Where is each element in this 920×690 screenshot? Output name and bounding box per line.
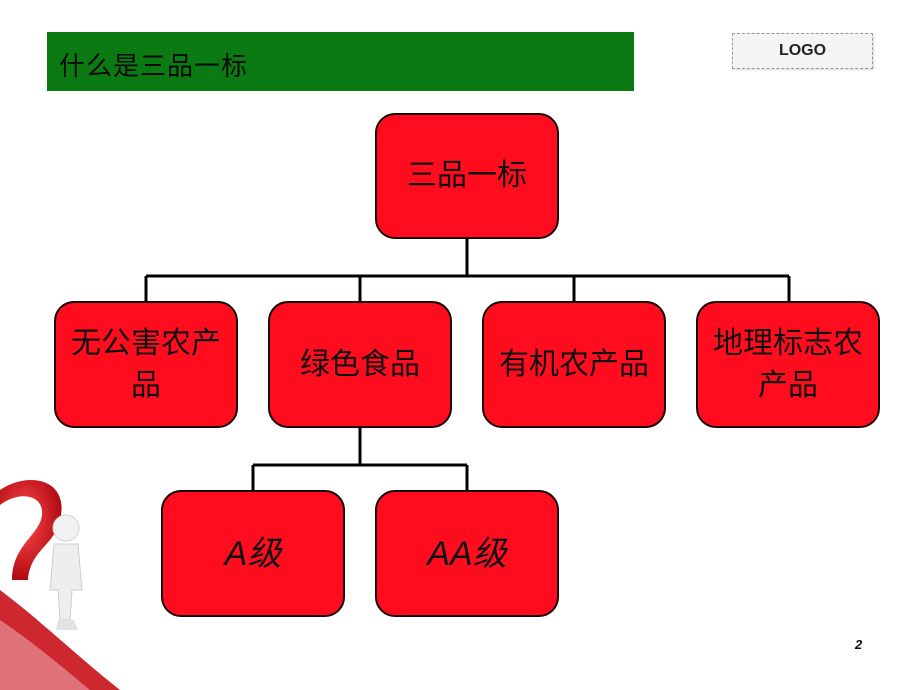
slide-title: 什么是三品一标 (59, 52, 249, 82)
logo: LOGO (732, 33, 873, 69)
question-mark-figure-icon (0, 480, 120, 690)
node-green-food: 绿色食品 (268, 301, 452, 428)
node-root: 三品一标 (375, 113, 559, 239)
node-pollution-free: 无公害农产品 (54, 301, 238, 428)
page-number: 2 (855, 637, 863, 652)
title-bar: 什么是三品一标 (47, 32, 634, 91)
node-geographic: 地理标志农产品 (696, 301, 880, 428)
node-grade-aa: AA级 (375, 490, 559, 617)
node-grade-a: A级 (161, 490, 345, 617)
node-organic: 有机农产品 (482, 301, 666, 428)
